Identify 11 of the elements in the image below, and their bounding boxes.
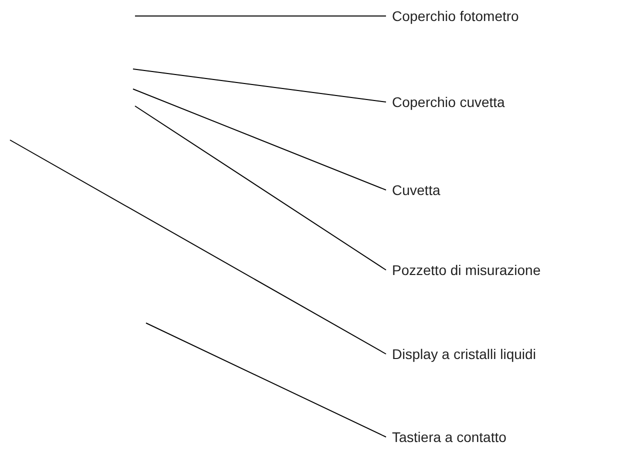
part-label: Coperchio fotometro: [392, 8, 519, 24]
part-label: Pozzetto di misurazione: [392, 262, 541, 278]
leader-line: [132, 88, 386, 190]
part-label: Tastiera a contatto: [392, 429, 506, 445]
leader-line: [10, 140, 386, 354]
part-label: Display a cristalli liquidi: [392, 346, 536, 362]
part-label: Coperchio cuvetta: [392, 94, 505, 110]
leader-line: [146, 322, 386, 438]
part-label: Cuvetta: [392, 182, 440, 198]
leader-line: [134, 106, 386, 270]
leader-line: [132, 68, 386, 102]
